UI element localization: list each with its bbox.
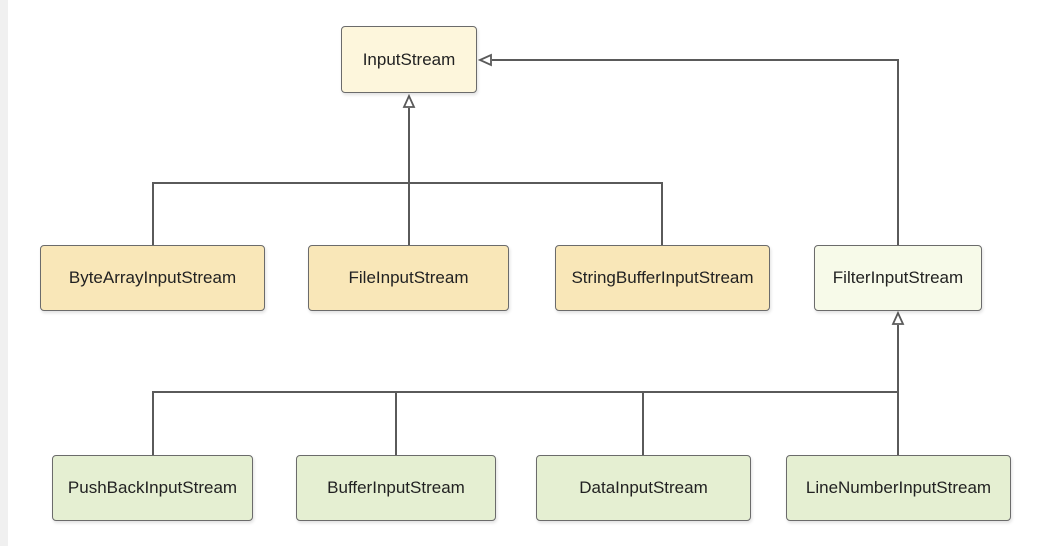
- class-inputstream: InputStream: [341, 26, 477, 93]
- class-fileinputstream: FileInputStream: [308, 245, 509, 311]
- inheritance-arrowhead-right: [477, 53, 492, 67]
- inheritance-arrowhead-inputstream: [402, 93, 416, 108]
- left-margin-strip: [0, 0, 8, 546]
- class-datainputstream: DataInputStream: [536, 455, 751, 521]
- class-bufferinputstream: BufferInputStream: [296, 455, 496, 521]
- class-bytearrayinputstream: ByteArrayInputStream: [40, 245, 265, 311]
- class-filterinputstream: FilterInputStream: [814, 245, 982, 311]
- class-pushbackinputstream: PushBackInputStream: [52, 455, 253, 521]
- class-stringbufferinputstream: StringBufferInputStream: [555, 245, 770, 311]
- connector-filter-to-inputstream: [492, 59, 899, 245]
- connector-filter-children: [152, 391, 898, 455]
- class-linenumberinputstream: LineNumberInputStream: [786, 455, 1011, 521]
- inheritance-arrowhead-filter: [891, 310, 905, 325]
- connector-inputstream-children: [152, 182, 663, 245]
